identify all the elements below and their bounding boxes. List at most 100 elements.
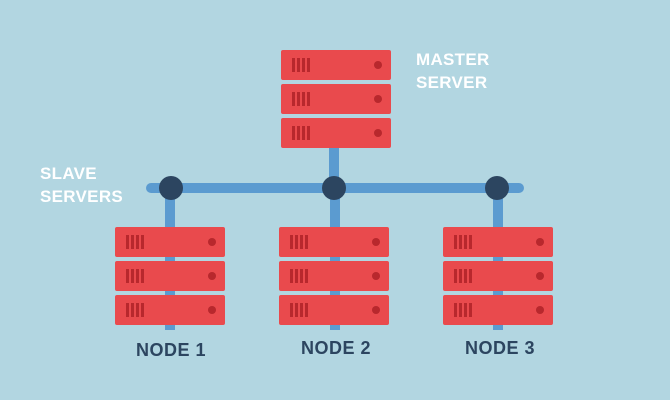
server-unit-body — [279, 295, 389, 325]
vent-slot — [307, 58, 310, 72]
server-unit — [281, 84, 391, 114]
vent-slot — [297, 92, 300, 106]
server-unit-body — [279, 261, 389, 291]
vent-slot — [307, 92, 310, 106]
vent-slot — [454, 269, 457, 283]
server-unit — [281, 118, 391, 148]
server-unit — [443, 261, 553, 291]
status-led-icon — [372, 306, 380, 314]
master-server-label: MASTER SERVER — [416, 48, 490, 94]
vent-slot — [295, 235, 298, 249]
vent-slot — [454, 235, 457, 249]
vent-slot — [469, 303, 472, 317]
vent-slot — [141, 235, 144, 249]
node-3-link-line — [493, 190, 503, 330]
vent-slot — [454, 303, 457, 317]
server-unit-body — [115, 295, 225, 325]
vent-slot — [459, 269, 462, 283]
node-2-server-rack-icon — [279, 227, 389, 325]
status-led-icon — [372, 272, 380, 280]
vent-slot — [131, 303, 134, 317]
vent-slots-icon — [290, 269, 308, 283]
vent-slot — [302, 92, 305, 106]
vent-slot — [292, 126, 295, 140]
node-1-server-rack-icon — [115, 227, 225, 325]
vent-slot — [300, 235, 303, 249]
server-unit — [279, 227, 389, 257]
server-unit-body — [281, 118, 391, 148]
vent-slot — [295, 269, 298, 283]
junction-points — [159, 176, 509, 200]
vent-slots-icon — [126, 303, 144, 317]
status-led-icon — [374, 61, 382, 69]
server-unit-body — [115, 261, 225, 291]
vent-slot — [136, 235, 139, 249]
master-link-line — [329, 145, 339, 190]
node-1-link-line — [165, 190, 175, 330]
vent-slots-icon — [126, 235, 144, 249]
vent-slot — [297, 58, 300, 72]
vent-slot — [302, 58, 305, 72]
server-unit — [115, 295, 225, 325]
vent-slot — [464, 303, 467, 317]
slave-servers-label: SLAVE SERVERS — [40, 162, 123, 208]
vent-slot — [131, 235, 134, 249]
vent-slot — [464, 235, 467, 249]
server-unit — [443, 227, 553, 257]
vent-slot — [141, 269, 144, 283]
slave-label-line-2: SERVERS — [40, 187, 124, 206]
junction-node-1-icon — [159, 176, 183, 200]
vent-slot — [305, 235, 308, 249]
server-unit — [279, 261, 389, 291]
server-racks — [115, 50, 553, 325]
status-led-icon — [372, 238, 380, 246]
node-3-label: NODE 3 — [464, 338, 536, 358]
status-led-icon — [536, 272, 544, 280]
vent-slot — [292, 58, 295, 72]
vent-slot — [469, 269, 472, 283]
vent-slot — [305, 303, 308, 317]
status-led-icon — [208, 238, 216, 246]
status-led-icon — [208, 272, 216, 280]
vent-slot — [290, 303, 293, 317]
vent-slot — [126, 269, 129, 283]
master-label-line-2: SERVER — [416, 73, 488, 92]
vent-slots-icon — [292, 126, 310, 140]
server-unit — [281, 50, 391, 80]
server-unit-body — [281, 50, 391, 80]
status-led-icon — [374, 95, 382, 103]
vent-slot — [136, 269, 139, 283]
server-unit — [115, 261, 225, 291]
server-unit-body — [281, 84, 391, 114]
vent-slots-icon — [292, 92, 310, 106]
vent-slot — [307, 126, 310, 140]
node-2-label: NODE 2 — [300, 338, 372, 358]
junction-node-3-icon — [485, 176, 509, 200]
status-led-icon — [374, 129, 382, 137]
vent-slots-icon — [290, 235, 308, 249]
vent-slot — [459, 303, 462, 317]
slave-label-line-1: SLAVE — [40, 164, 97, 183]
vent-slots-icon — [454, 235, 472, 249]
vent-slot — [131, 269, 134, 283]
vent-slot — [302, 126, 305, 140]
vent-slots-icon — [126, 269, 144, 283]
master-label-line-1: MASTER — [416, 50, 490, 69]
server-unit-body — [443, 295, 553, 325]
master-server-rack-icon — [281, 50, 391, 148]
vent-slot — [459, 235, 462, 249]
server-unit-body — [443, 261, 553, 291]
vent-slot — [300, 269, 303, 283]
node-1-label: NODE 1 — [135, 340, 207, 360]
server-unit-body — [115, 227, 225, 257]
junction-node-2-icon — [322, 176, 346, 200]
vent-slot — [300, 303, 303, 317]
vent-slot — [290, 235, 293, 249]
vent-slots-icon — [290, 303, 308, 317]
vent-slot — [305, 269, 308, 283]
server-unit — [443, 295, 553, 325]
vent-slots-icon — [292, 58, 310, 72]
server-unit-body — [279, 227, 389, 257]
vent-slot — [141, 303, 144, 317]
